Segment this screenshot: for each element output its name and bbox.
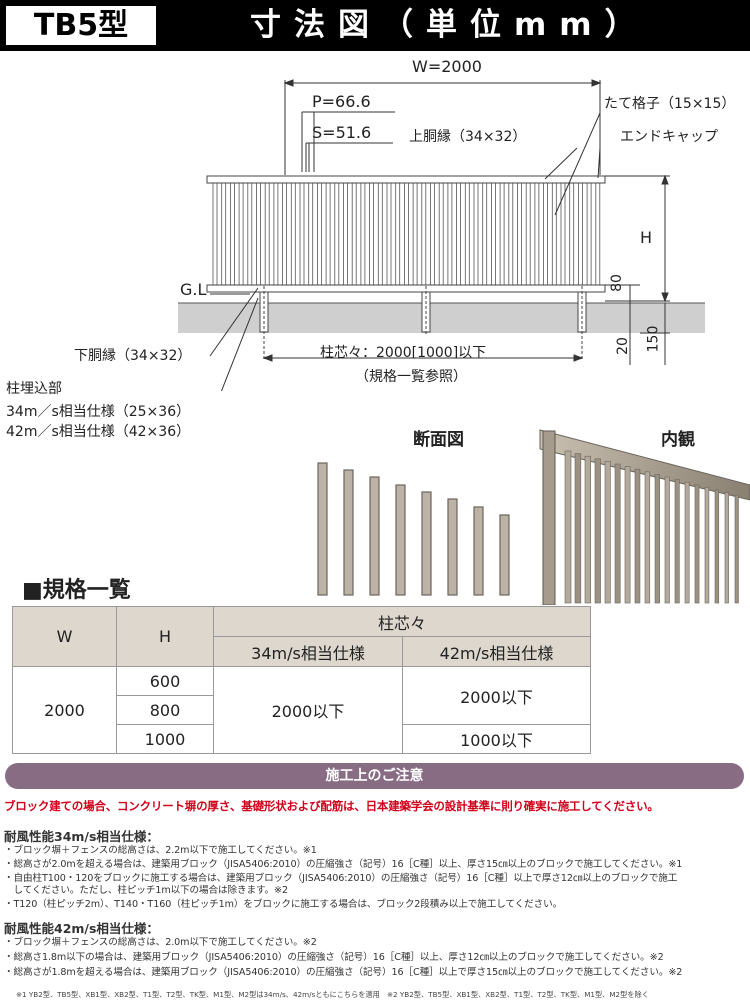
section-view-label: 断面図: [413, 430, 464, 450]
page-title: 寸法図（単位mm）: [250, 7, 649, 43]
header-h: H: [116, 606, 214, 667]
notes-34-line: ・ブロック塀＋フェンスの総高さは、2.2m以下で施工してください。※1: [4, 845, 317, 856]
cell-pitch-42-b: 1000以下: [402, 724, 591, 754]
picket-label: たて格子（15×15）: [604, 96, 736, 112]
header-34: 34m/s相当仕様: [213, 636, 403, 667]
footnote: ※1 YB2型、TB5型、XB1型、XB2型、T1型、T2型、TK型、M1型、M…: [16, 990, 649, 999]
dimension-drawing: [178, 79, 705, 391]
interior-view: [539, 429, 750, 605]
pitch-dimension: [301, 111, 395, 172]
interior-view-label: 内観: [661, 430, 695, 450]
width-dimension: [283, 79, 602, 175]
cell-h-600: 600: [116, 666, 214, 696]
embed-42-label: 42m／s相当仕様（42×36）: [6, 424, 191, 440]
notes-34-line: ・自由柱T100・120をブロックに施工する場合は、建築用ブロック（JISA54…: [4, 873, 678, 884]
cell-pitch-34: 2000以下: [213, 666, 403, 754]
spec-table: W H 柱芯々 34m/s相当仕様 42m/s相当仕様 2000 600 200…: [12, 606, 591, 754]
notes-42-line: ・ブロック塀＋フェンスの総高さは、2.0m以下で施工してください。※2: [4, 937, 317, 948]
width-label: W=2000: [412, 57, 482, 76]
post-pitch-label: 柱芯々：2000[1000]以下: [320, 345, 487, 361]
cell-pitch-42-a: 2000以下: [402, 666, 591, 725]
dim-150-label: 150: [645, 325, 662, 353]
bottom-rail: [206, 284, 606, 293]
notes-34-line: してください。ただし、柱ピッチ1m以下の場合は除きます。※2: [4, 885, 288, 896]
ground-section: [178, 303, 705, 333]
model-badge: TB5型: [6, 6, 156, 45]
space-label: S=51.6: [312, 123, 372, 142]
dim-80-label: 80: [608, 274, 625, 292]
pitch-label: P=66.6: [312, 92, 371, 111]
fence-pickets: [212, 182, 601, 286]
top-rail: [206, 175, 606, 184]
height-dimension: [605, 174, 670, 365]
section-view: [317, 462, 510, 596]
cell-h-800: 800: [116, 695, 214, 725]
leader-lines: [209, 112, 601, 391]
notes-warning: ブロック建ての場合、コンクリート塀の厚さ、基礎形状および配筋は、日本建築学会の設…: [4, 799, 659, 813]
embed-34-label: 34m／s相当仕様（25×36）: [6, 404, 191, 420]
notes-42-heading: 耐風性能42m/s相当仕様：: [4, 921, 159, 936]
top-rail-label: 上胴縁（34×32）: [409, 129, 527, 145]
notes-34-line: ・総高さが2.0mを超える場合は、建築用ブロック（JISA5406:2010）の…: [4, 859, 683, 870]
height-label: H: [640, 228, 653, 247]
post-pitch-note: （規格一覧参照）: [355, 369, 467, 385]
bottom-rail-label: 下胴縁（34×32）: [74, 348, 192, 364]
post-pitch-dimension: [262, 354, 584, 362]
notes-42-line: ・総高さ1.8m以下の場合は、建築用ブロック（JISA5406:2010）の圧縮…: [4, 952, 664, 963]
notes-34-heading: 耐風性能34m/s相当仕様：: [4, 829, 159, 844]
notes-42-line: ・総高さが1.8mを超える場合は、建築用ブロック（JISA5406:2010）の…: [4, 967, 683, 978]
header-w: W: [12, 606, 117, 667]
header-42: 42m/s相当仕様: [402, 636, 591, 667]
cell-h-1000: 1000: [116, 724, 214, 754]
end-cap-label: エンドキャップ: [620, 129, 718, 145]
cell-w: 2000: [12, 666, 117, 754]
notes-banner: 施工上のご注意: [5, 763, 744, 789]
embed-title: 柱埋込部: [6, 381, 62, 397]
header-post-pitch: 柱芯々: [213, 606, 591, 637]
gl-label: G.L: [180, 280, 207, 299]
dim-20-label: 20: [614, 337, 631, 355]
notes-34-line: ・T120（柱ピッチ2m）、T140・T160（柱ピッチ1m）をブロックに施工す…: [4, 899, 563, 910]
spec-table-title: ■規格一覧: [22, 578, 131, 603]
